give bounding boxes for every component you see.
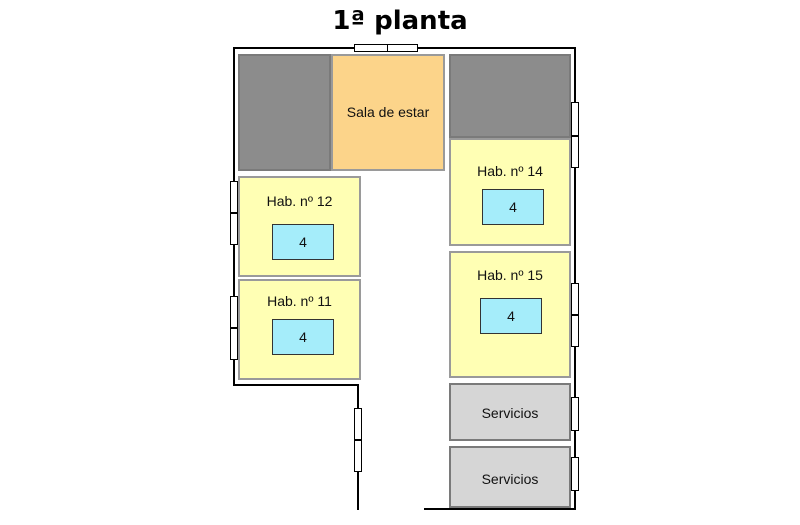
bed-count: 4 <box>272 224 334 260</box>
room-label: Hab. nº 15 <box>477 267 543 283</box>
floor-title: 1ª planta <box>332 6 468 36</box>
room-sala-de-estar: Sala de estar <box>331 54 445 171</box>
window-left-1 <box>230 181 238 213</box>
room-label: Hab. nº 14 <box>477 163 543 179</box>
room-label: Sala de estar <box>346 104 430 120</box>
wall-right <box>574 47 576 510</box>
window-inner-1 <box>354 408 362 440</box>
room-label: Servicios <box>481 471 539 487</box>
room-hab-15: Hab. nº 15 4 <box>449 251 571 378</box>
window-top-2 <box>387 44 418 52</box>
wall-bottom-right <box>424 508 576 510</box>
window-right-2 <box>571 136 579 168</box>
room-servicios-1: Servicios <box>449 383 571 441</box>
bed-count: 4 <box>272 319 334 355</box>
bed-count: 4 <box>482 189 544 225</box>
window-right-1 <box>571 102 579 136</box>
window-left-3 <box>230 296 238 328</box>
window-right-6 <box>571 457 579 491</box>
storage-block-right <box>449 54 571 138</box>
room-label: Servicios <box>481 405 539 421</box>
window-right-5 <box>571 397 579 431</box>
room-hab-11: Hab. nº 11 4 <box>238 279 361 380</box>
window-right-4 <box>571 315 579 347</box>
bed-count: 4 <box>480 298 542 334</box>
room-hab-12: Hab. nº 12 4 <box>238 176 361 277</box>
window-top-1 <box>354 44 388 52</box>
window-left-2 <box>230 213 238 245</box>
window-right-3 <box>571 283 579 315</box>
window-inner-2 <box>354 440 362 472</box>
wall-left-bottom <box>233 384 359 386</box>
storage-block-left <box>238 54 331 171</box>
room-label: Hab. nº 12 <box>266 193 333 209</box>
room-hab-14: Hab. nº 14 4 <box>449 138 571 246</box>
window-left-4 <box>230 328 238 360</box>
room-label: Hab. nº 11 <box>267 293 332 309</box>
room-servicios-2: Servicios <box>449 446 571 508</box>
